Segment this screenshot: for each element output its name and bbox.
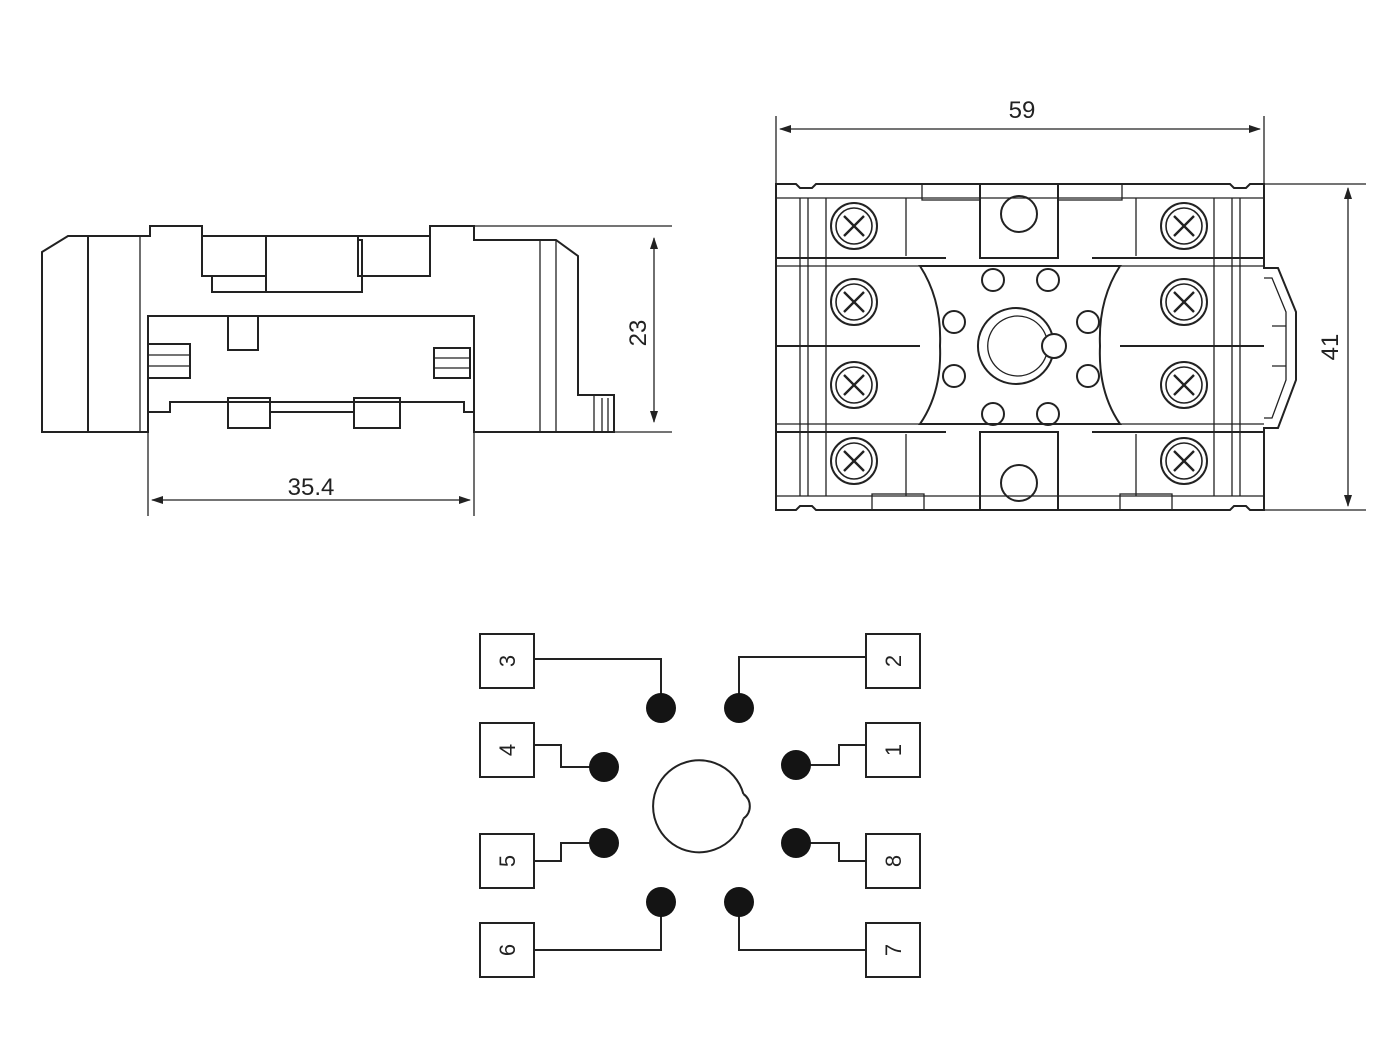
side-view: 23 35.4 xyxy=(41,225,672,516)
terminal-label: 3 xyxy=(495,655,520,667)
terminal-3: 3 xyxy=(479,633,676,723)
top-view-height-dimension: 41 xyxy=(1264,183,1366,511)
terminal-6: 6 xyxy=(479,887,676,978)
terminal-4: 4 xyxy=(479,722,619,782)
pin-dot xyxy=(724,693,754,723)
screw-icon xyxy=(1159,360,1209,410)
screw-icon xyxy=(829,436,879,486)
pin-dot xyxy=(589,752,619,782)
screw-icon xyxy=(829,360,879,410)
center-key-circle xyxy=(652,759,751,854)
screw-icon xyxy=(1159,277,1209,327)
terminal-label: 1 xyxy=(881,744,906,756)
screw-icon xyxy=(1159,436,1209,486)
pin-dot xyxy=(781,828,811,858)
terminal-label: 2 xyxy=(881,655,906,667)
terminal-7: 7 xyxy=(724,887,921,978)
top-view-width-dimension: 59 xyxy=(775,97,1265,184)
side-view-height-dimension: 23 xyxy=(474,225,672,433)
top-view-terminal-columns xyxy=(776,197,1264,497)
terminal-8: 8 xyxy=(781,828,921,889)
terminal-label: 4 xyxy=(495,744,520,756)
top-width-dimension-label: 59 xyxy=(1009,97,1036,124)
pinout-diagram: 3 2 4 1 5 xyxy=(479,633,921,978)
screw-icon xyxy=(829,277,879,327)
terminal-label: 8 xyxy=(881,855,906,867)
side-width-dimension-label: 35.4 xyxy=(288,474,335,501)
terminal-label: 6 xyxy=(495,944,520,956)
top-height-dimension-label: 41 xyxy=(1317,334,1344,361)
side-height-dimension-label: 23 xyxy=(625,320,652,347)
top-view-pin-holes xyxy=(942,268,1100,426)
terminal-2: 2 xyxy=(724,633,921,723)
pin-dot xyxy=(646,887,676,917)
screw-icon xyxy=(829,201,879,251)
pin-dot xyxy=(589,828,619,858)
pin-dot xyxy=(646,693,676,723)
side-view-body-outline xyxy=(41,225,615,433)
terminal-label: 7 xyxy=(881,944,906,956)
side-view-lower-housing xyxy=(147,315,609,432)
top-view: 59 41 xyxy=(775,97,1366,511)
terminal-label: 5 xyxy=(495,855,520,867)
terminal-5: 5 xyxy=(479,828,619,889)
screw-icon xyxy=(1159,201,1209,251)
top-view-screws xyxy=(829,201,1209,486)
side-view-top-blocks xyxy=(201,236,431,293)
top-view-center-base xyxy=(871,183,1173,511)
terminal-1: 1 xyxy=(781,722,921,780)
pin-dot xyxy=(724,887,754,917)
top-view-key-socket xyxy=(976,307,1067,385)
pin-dot xyxy=(781,750,811,780)
side-view-width-dimension: 35.4 xyxy=(147,432,475,516)
